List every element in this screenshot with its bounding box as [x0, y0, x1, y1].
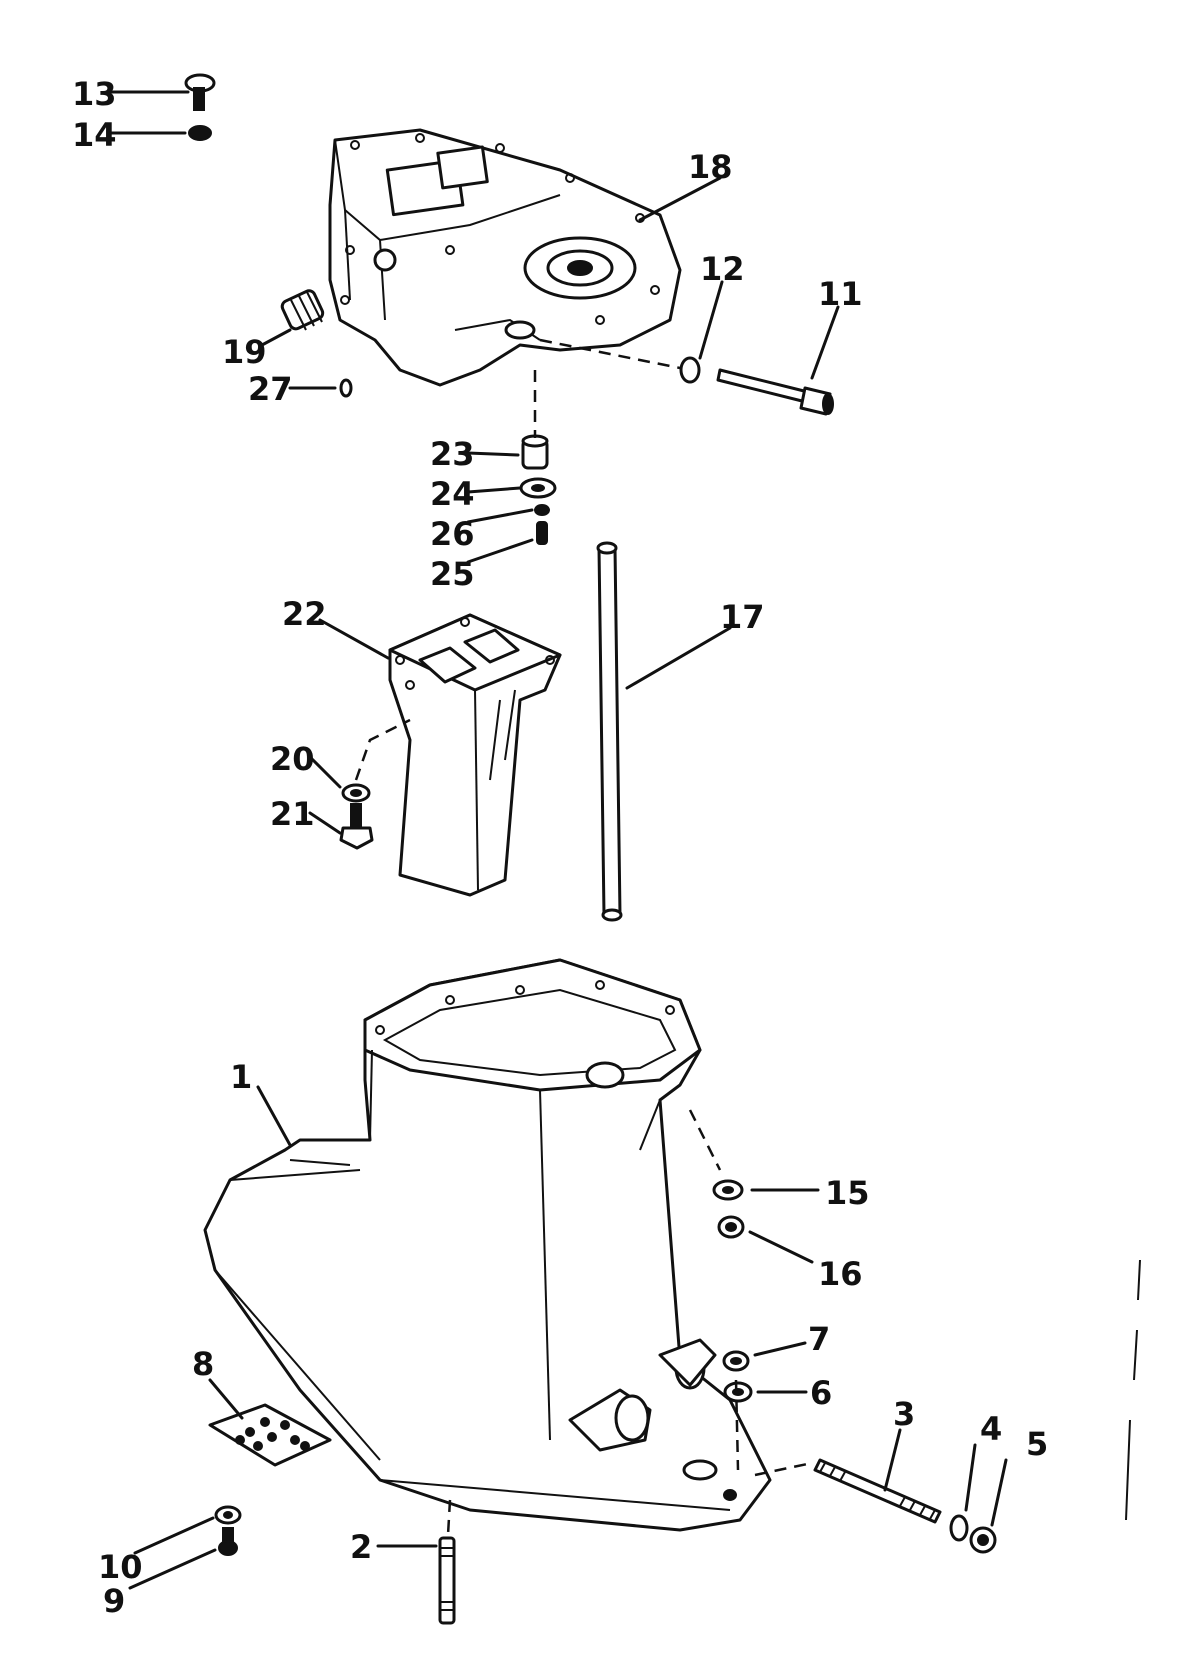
bracket-part-24 — [519, 477, 557, 499]
nut-part-7 — [722, 1350, 750, 1372]
callout-10: 10 — [98, 1548, 143, 1586]
callout-1: 1 — [230, 1058, 252, 1096]
callout-2: 2 — [350, 1528, 372, 1566]
callout-24: 24 — [430, 475, 475, 513]
bolt-part-11 — [716, 368, 834, 416]
callout-13: 13 — [72, 75, 117, 113]
callout-18: 18 — [688, 148, 733, 186]
callout-21: 21 — [270, 795, 315, 833]
callout-4: 4 — [980, 1410, 1002, 1448]
plate-part-8 — [208, 1403, 332, 1467]
sleeve-part-23 — [521, 434, 549, 470]
washer-part-14 — [188, 125, 212, 141]
callout-26: 26 — [430, 515, 475, 553]
nut-part-16 — [717, 1215, 745, 1239]
stud-part-2 — [438, 1536, 456, 1625]
callout-22: 22 — [282, 595, 327, 633]
assembly-lines — [354, 338, 813, 1536]
callout-23: 23 — [430, 435, 475, 473]
driveshaft-housing-part-1 — [203, 958, 772, 1532]
callout-25: 25 — [430, 555, 475, 593]
bolt-part-21 — [339, 803, 374, 850]
callout-14: 14 — [72, 116, 117, 154]
plug-part-19 — [280, 289, 325, 331]
nut-part-5 — [969, 1526, 997, 1554]
washer-part-4 — [949, 1514, 969, 1542]
callout-27: 27 — [248, 370, 293, 408]
callout-5: 5 — [1026, 1425, 1048, 1463]
washer-part-20 — [341, 783, 371, 803]
callout-11: 11 — [818, 275, 863, 313]
callout-19: 19 — [222, 333, 267, 371]
callout-20: 20 — [270, 740, 315, 778]
callout-16: 16 — [818, 1255, 863, 1293]
callout-7: 7 — [808, 1320, 830, 1358]
scan-marks — [1125, 1259, 1141, 1521]
exhaust-tube-part-22 — [388, 613, 562, 897]
shaft-part-17 — [596, 541, 623, 922]
screw-part-25 — [536, 521, 548, 545]
grommet-part-27 — [339, 378, 353, 398]
washer-part-6 — [723, 1381, 753, 1403]
callout-17: 17 — [720, 598, 765, 636]
callout-15: 15 — [825, 1174, 870, 1212]
screw-part-13 — [184, 73, 216, 111]
washer-part-10 — [214, 1505, 242, 1525]
leader-lines — [108, 90, 1008, 1590]
washer-part-26 — [534, 504, 550, 516]
callout-9: 9 — [103, 1582, 125, 1620]
callout-12: 12 — [700, 250, 745, 288]
callout-3: 3 — [893, 1395, 915, 1433]
stud-part-3 — [813, 1458, 942, 1524]
washer-part-15 — [712, 1179, 744, 1201]
adapter-plate-part-18 — [328, 128, 682, 387]
callout-6: 6 — [810, 1374, 832, 1412]
callout-labels: 13 14 18 12 11 19 27 23 24 26 25 22 17 2… — [72, 75, 1048, 1620]
screw-part-9 — [218, 1527, 238, 1556]
callout-8: 8 — [192, 1345, 214, 1383]
washer-part-12 — [679, 356, 701, 384]
